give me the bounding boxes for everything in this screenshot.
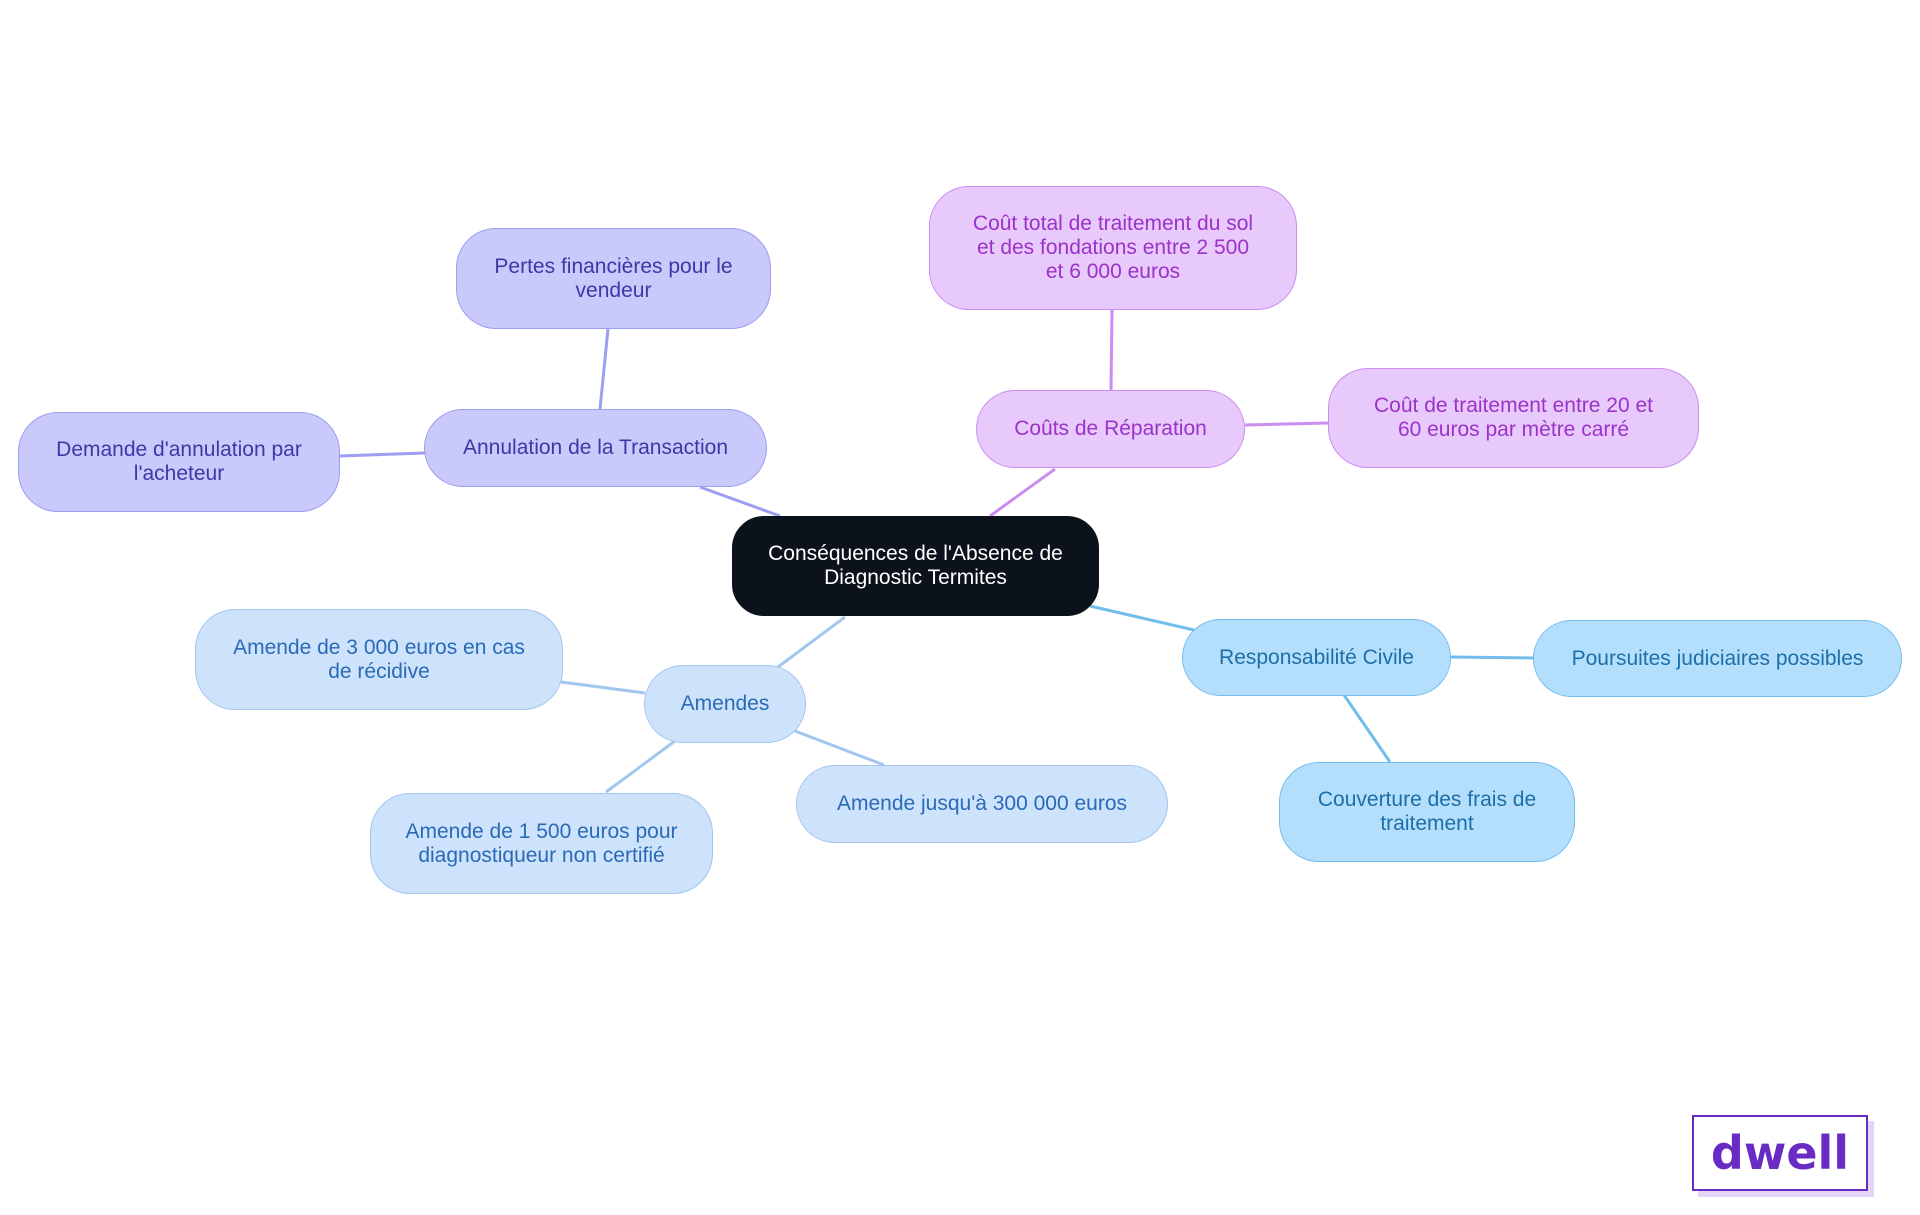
edge-annulation-pertes <box>598 328 610 410</box>
leaf-pertes-financieres: Pertes financières pour le vendeur <box>456 228 771 329</box>
leaf-couverture-frais: Couverture des frais de traitement <box>1279 762 1575 862</box>
edge-annulation-demande <box>339 451 426 458</box>
logo-text: dwell <box>1710 1126 1850 1180</box>
leaf-poursuites: Poursuites judiciaires possibles <box>1533 620 1902 697</box>
edge-center-responsabilite <box>1089 604 1195 632</box>
edge-amendes-recidive <box>560 680 646 695</box>
edge-amendes-1500 <box>605 739 676 794</box>
edge-amendes-300000 <box>794 729 885 767</box>
branch-couts-reparation: Coûts de Réparation <box>976 390 1245 468</box>
branch-amendes: Amendes <box>644 665 806 743</box>
edge-center-amendes <box>777 615 846 669</box>
edge-couts-m2 <box>1244 421 1329 427</box>
leaf-demande-annulation: Demande d'annulation par l'acheteur <box>18 412 340 512</box>
branch-responsabilite-civile: Responsabilité Civile <box>1182 619 1451 696</box>
leaf-amende-300000: Amende jusqu'à 300 000 euros <box>796 765 1168 843</box>
dwell-logo: dwell <box>1692 1115 1868 1191</box>
leaf-amende-1500: Amende de 1 500 euros pour diagnostiqueu… <box>370 793 713 894</box>
edge-resp-couverture <box>1342 694 1392 763</box>
edge-center-couts <box>989 467 1056 518</box>
leaf-cout-m2: Coût de traitement entre 20 et 60 euros … <box>1328 368 1699 468</box>
edge-resp-poursuites <box>1450 655 1535 660</box>
edge-couts-total <box>1109 309 1114 391</box>
leaf-cout-total: Coût total de traitement du sol et des f… <box>929 186 1297 310</box>
branch-annulation: Annulation de la Transaction <box>424 409 767 487</box>
center-node: Conséquences de l'Absence de Diagnostic … <box>732 516 1099 616</box>
leaf-amende-recidive: Amende de 3 000 euros en cas de récidive <box>195 609 563 710</box>
edge-center-annulation <box>699 485 781 518</box>
